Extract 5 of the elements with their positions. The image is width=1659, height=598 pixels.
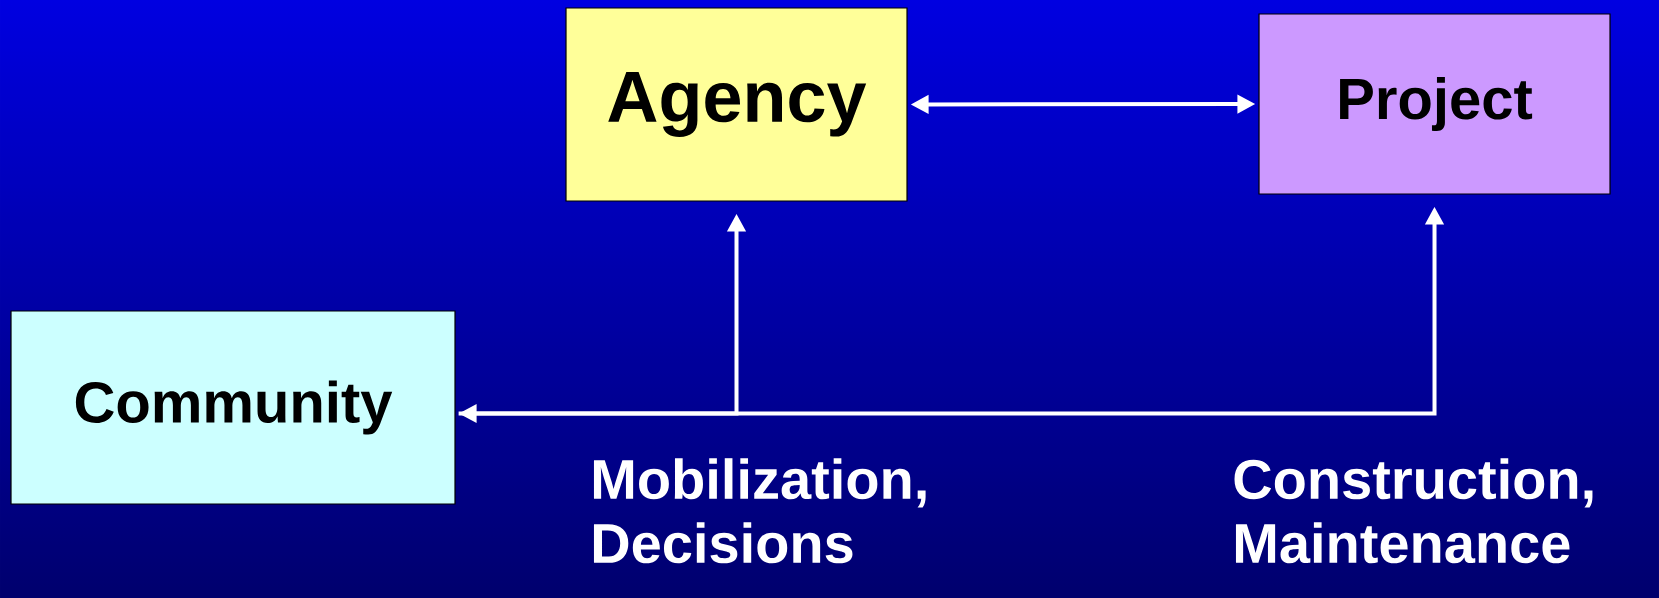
- box: Project: [1258, 13, 1611, 195]
- box: Agency: [565, 7, 908, 202]
- edge-label: Mobilization, Decisions: [593, 458, 926, 564]
- edge-label: Construction, Maintenance: [1234, 458, 1593, 564]
- box: Community: [10, 310, 456, 505]
